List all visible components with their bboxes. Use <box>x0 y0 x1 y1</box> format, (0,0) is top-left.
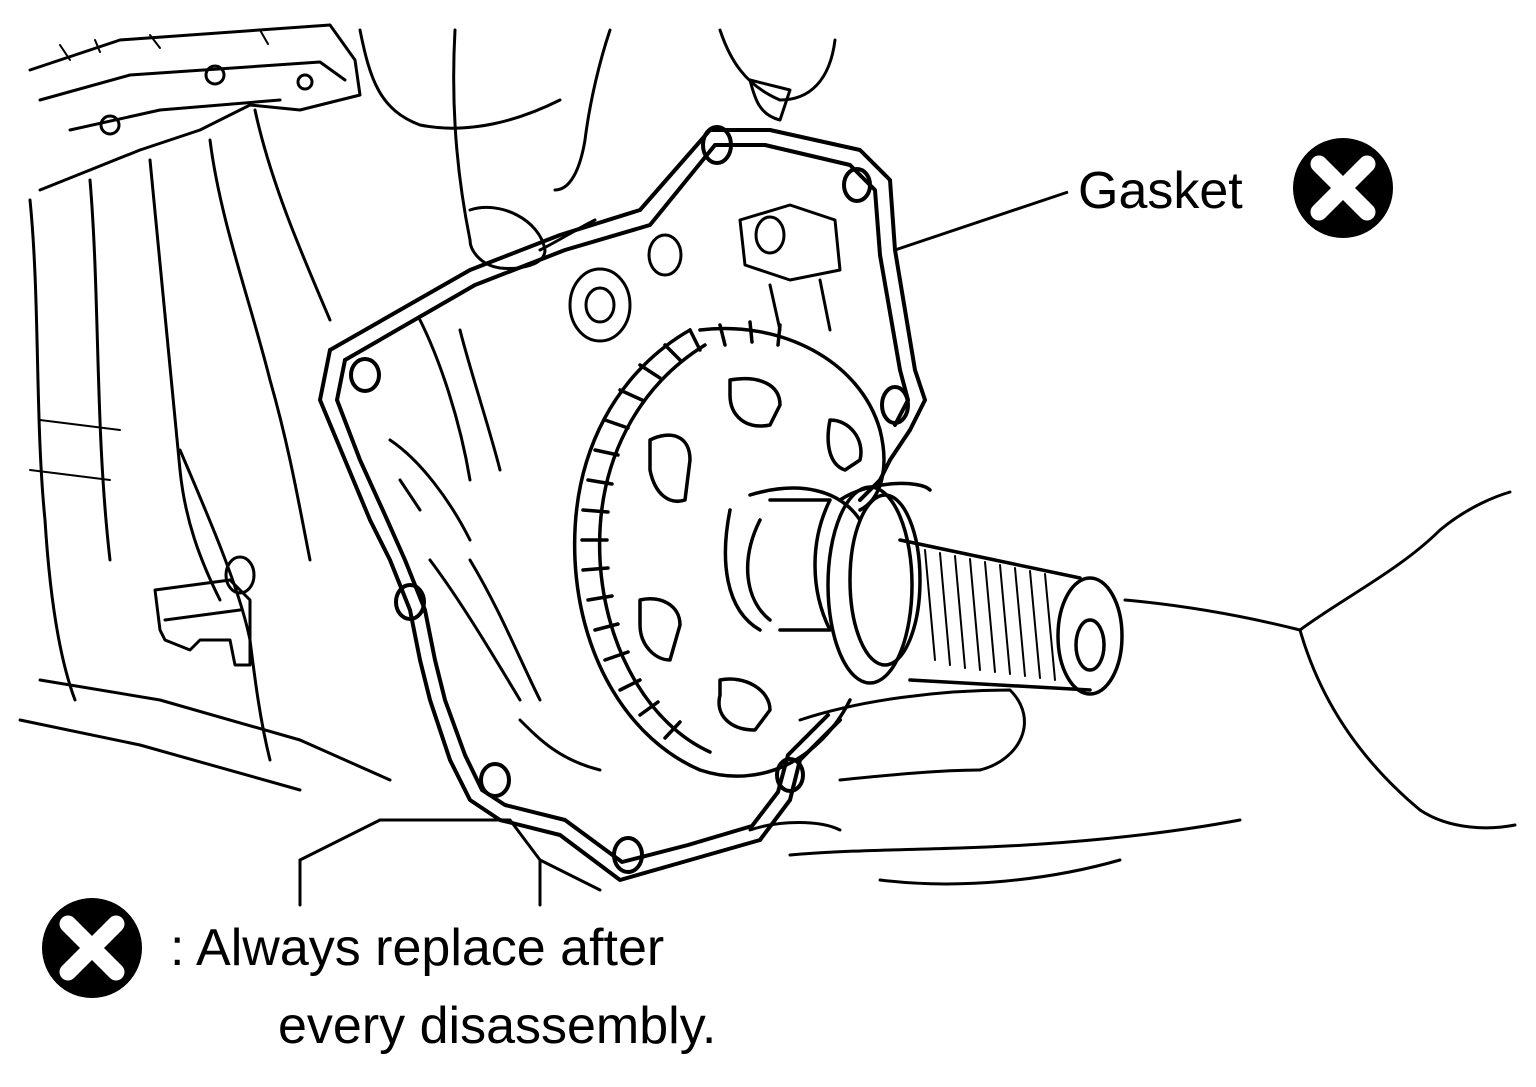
gasket-leader-line <box>894 190 1069 252</box>
drum-housing <box>572 320 886 778</box>
replace-x-circle-icon <box>42 898 142 998</box>
housing-details <box>388 203 842 772</box>
lower-hand <box>748 490 1517 886</box>
legend: : Always replace after every disassembly… <box>42 898 716 1055</box>
output-shaft <box>723 481 1124 696</box>
transmission-case <box>18 23 602 907</box>
gasket-callout: Gasket <box>894 138 1393 252</box>
legend-line-1: : Always replace after <box>170 919 664 977</box>
legend-line-2: every disassembly. <box>278 997 716 1055</box>
upper-hand <box>358 28 837 270</box>
gasket <box>318 125 927 882</box>
gasket-label: Gasket <box>1078 162 1243 220</box>
replace-x-circle-icon <box>1293 138 1393 238</box>
